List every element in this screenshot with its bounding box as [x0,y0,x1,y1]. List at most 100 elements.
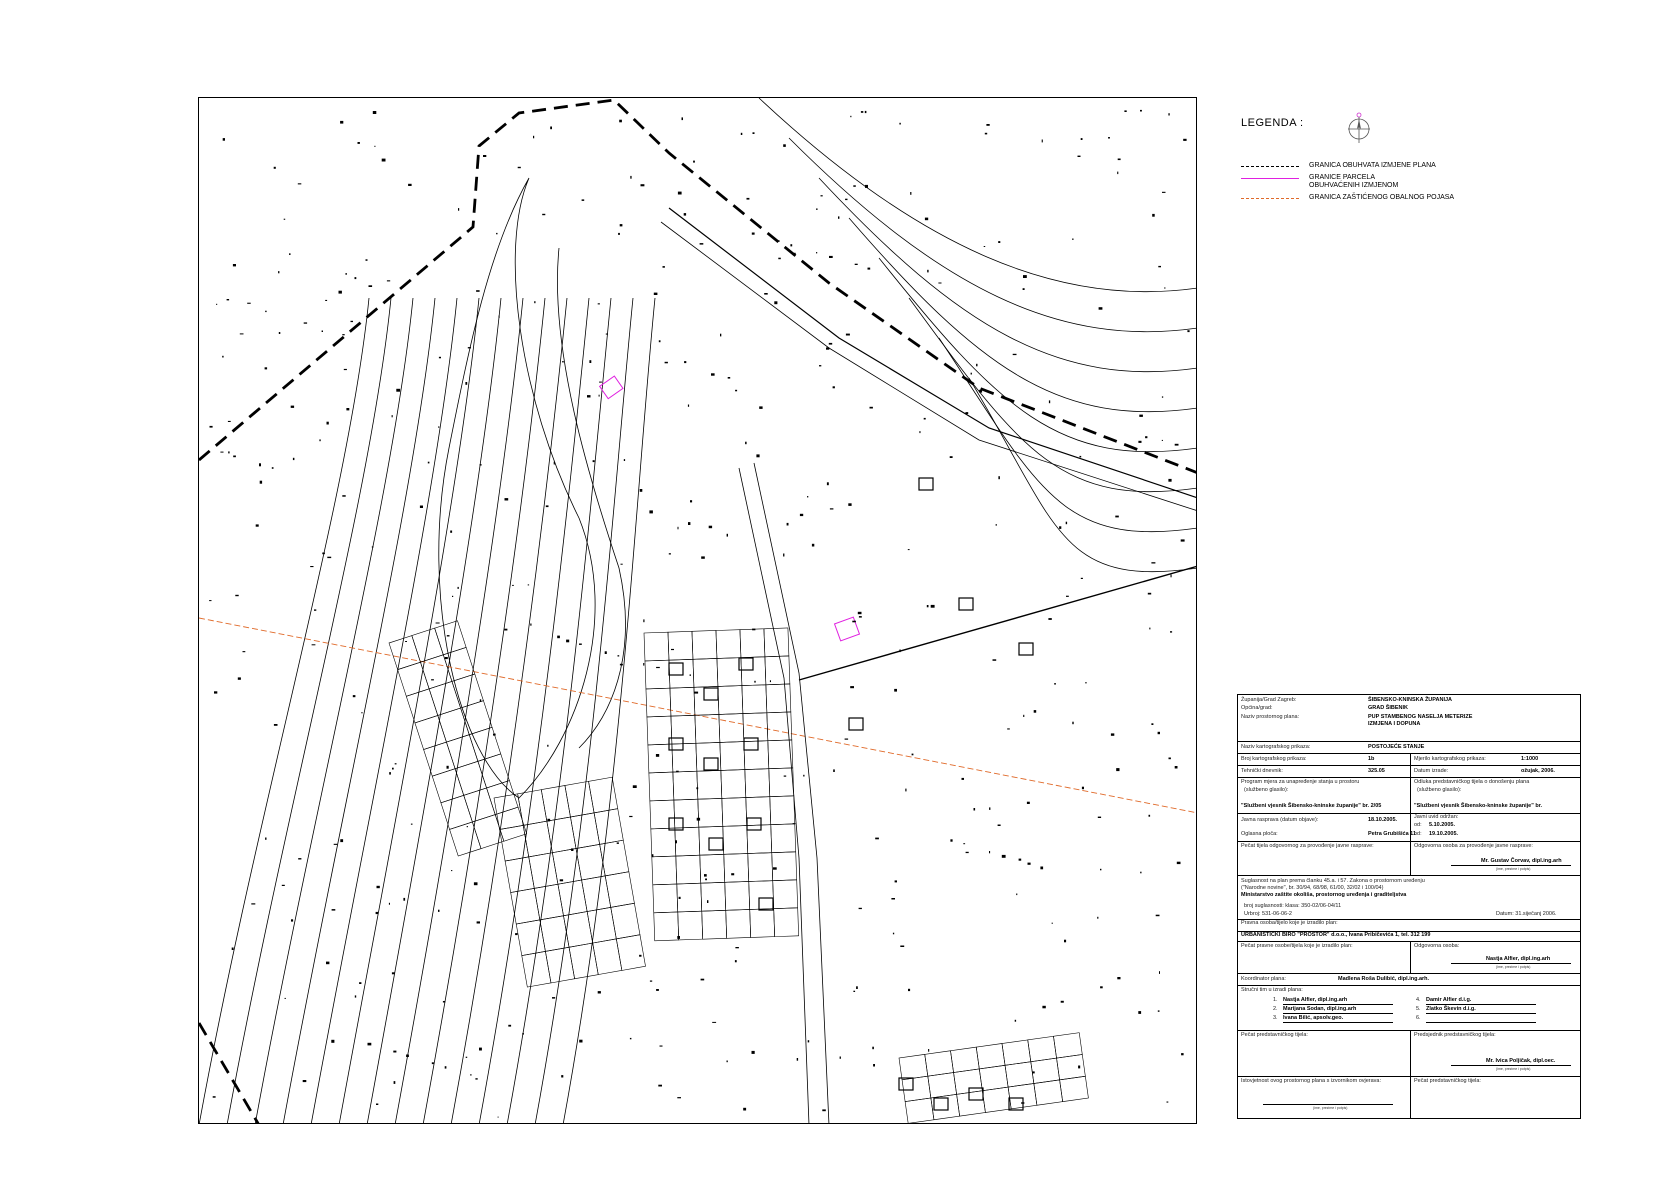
survey-point [451,870,453,872]
parcel [486,780,519,815]
survey-point [752,628,756,631]
parcel [695,742,722,772]
survey-point [222,355,224,358]
contour-line [366,297,502,1123]
survey-point [220,451,224,453]
survey-point [571,848,574,851]
survey-point [559,879,564,882]
contour-line [562,297,656,1123]
survey-point [214,691,218,694]
survey-point [907,549,910,551]
survey-point [393,1050,397,1053]
survey-point [350,320,353,323]
legend-item-label: GRANICA ZAŠTIĆENOG OBALNOG POJASA [1309,194,1455,201]
survey-point [659,1045,663,1047]
survey-point [976,363,978,367]
parcel [615,934,646,971]
parcel [1030,1057,1060,1084]
contour-line [818,177,1196,373]
parcel [771,851,798,881]
survey-point [365,259,368,261]
survey-point [1164,287,1166,289]
survey-point [331,1039,335,1043]
survey-point [1117,158,1121,161]
survey-point [226,299,230,301]
survey-point [677,191,682,195]
survey-point [242,651,246,653]
parcel [700,882,727,912]
parcel [768,767,795,798]
survey-point [651,854,654,858]
survey-point [457,586,459,589]
parcel [719,741,746,771]
legend-title: LEGENDA : [1241,117,1304,129]
survey-point [1007,728,1010,730]
parcel [397,661,430,697]
contour-line [394,297,524,1123]
consent-urbroj: Urbroj: 531-06-06-2 [1244,911,1292,917]
survey-point [677,526,679,530]
notice-board-label: Oglasna ploča: [1241,831,1278,837]
survey-point [1079,455,1082,458]
date-value: ožujak, 2006. [1521,768,1555,774]
from-value: 5.10.2005. [1429,822,1455,828]
title-block: Županija/Grad Zagreb: ŠIBENSKO-KNINSKA Ž… [1237,694,1581,1119]
contour-line [788,137,1196,333]
survey-point [684,361,687,364]
plan-boundary-north [199,98,1196,474]
survey-point [479,464,482,466]
signature-caption: (ime, prezime i potpis) [1496,867,1531,871]
survey-point [839,1056,841,1059]
survey-point [1097,916,1099,919]
parcel [1027,1035,1057,1063]
survey-point [592,460,595,463]
to-label: od: [1414,831,1422,837]
survey-point [656,989,659,991]
survey-point [632,785,637,788]
survey-point [374,145,376,147]
survey-point [979,389,983,393]
parcel [697,798,724,828]
parcel [472,814,505,849]
coordinator-label: Koordinator plana: [1241,976,1286,982]
survey-point [833,769,835,772]
survey-point [678,896,681,899]
responsible-person-value: Nastja Alfier, dipl.ing.arh [1486,956,1551,962]
survey-point [850,115,852,118]
legend-item-label: GRANICA OBUHVATA IZMJENE PLANA [1309,162,1436,169]
survey-point [553,461,555,465]
survey-point [828,342,833,345]
signature-caption: (ime, prezime i potpis) [1496,1067,1531,1071]
survey-point [639,489,643,492]
parcel [953,1068,983,1095]
contour-lines [199,98,1196,1123]
survey-point [910,192,912,195]
survey-point [375,911,379,915]
survey-point [444,1066,447,1069]
survey-point [465,1056,468,1058]
survey-point [579,1039,583,1043]
team-num: 4. [1416,997,1421,1003]
county-label: Županija/Grad Zagreb: [1241,697,1297,703]
survey-point [247,302,251,304]
survey-point [388,902,390,905]
survey-point [844,738,849,740]
survey-point [928,1049,930,1052]
survey-point [438,356,441,359]
survey-point [734,960,737,963]
map-canvas[interactable] [198,97,1197,1124]
survey-point [346,408,350,411]
survey-point [676,770,679,773]
survey-point [227,420,231,422]
contour-line [254,297,414,1123]
team-num: 3. [1273,1015,1278,1021]
survey-point [1064,939,1067,943]
survey-point [289,253,291,255]
public-debate-value: 18.10.2005. [1368,817,1398,823]
survey-point [231,947,234,950]
survey-point [927,269,929,273]
survey-point [342,334,345,336]
survey-point [458,208,460,211]
survey-point [1145,436,1148,439]
survey-point [598,394,600,397]
